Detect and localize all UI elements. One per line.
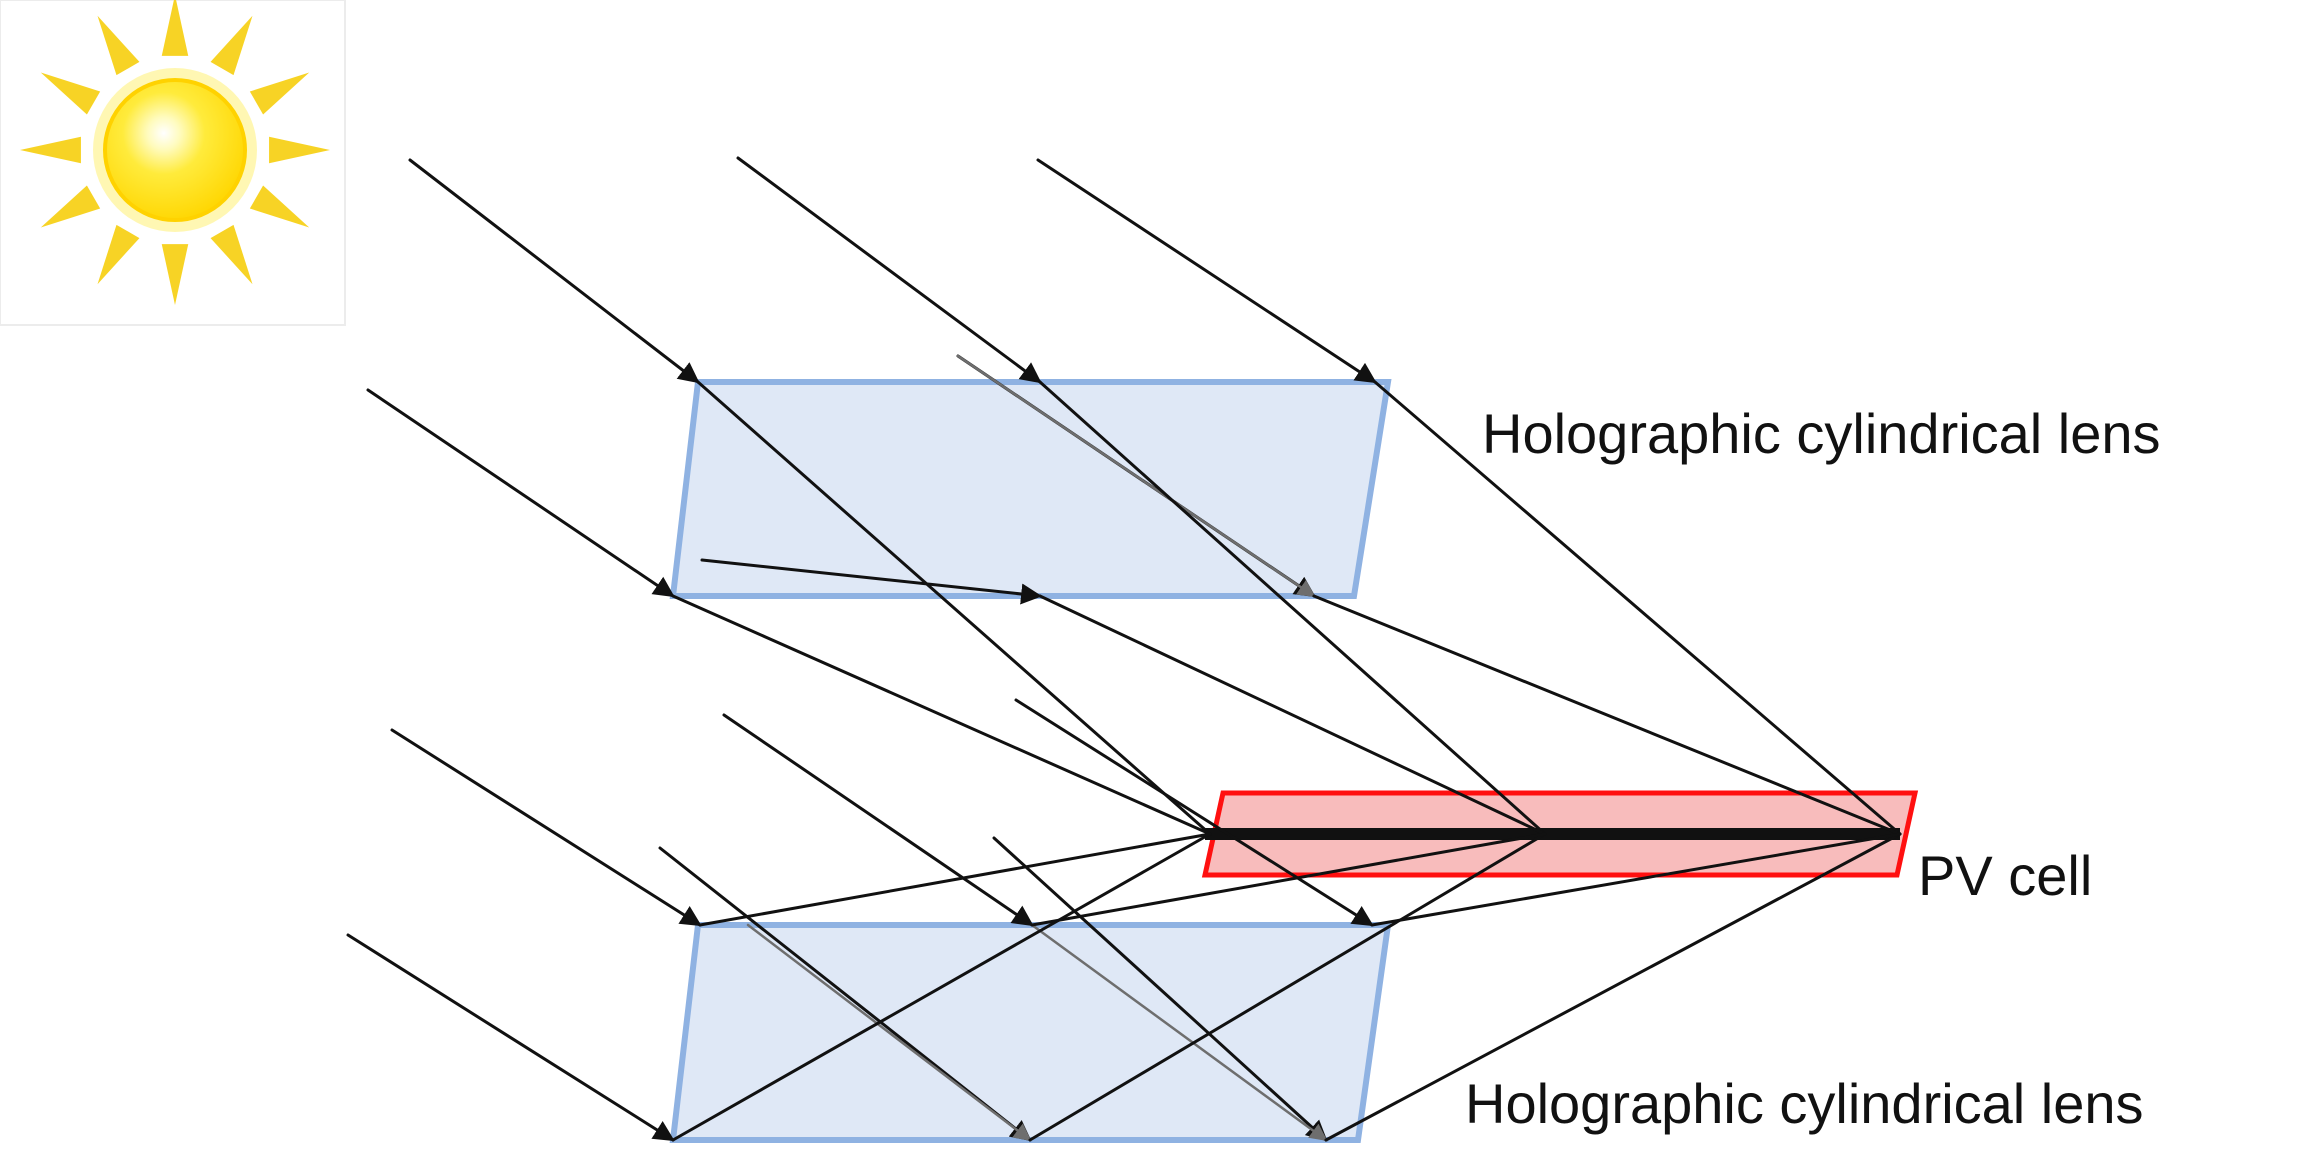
bottom-lens-label: Holographic cylindrical lens [1465,1072,2144,1135]
incoming-ray-line [992,836,1328,1142]
top-holographic-lens: Holographic cylindrical lens [669,379,2161,599]
sun-ray-shape [40,185,101,228]
incoming-ray-line [390,728,702,927]
incoming-ray-line [408,158,700,384]
bottom-focus-ray-line [1028,832,1547,1142]
incoming-ray-line [1014,698,1374,927]
bottom-focus-ray-line [671,832,1212,1142]
internal-ray-line [1030,923,1328,1142]
internal-ray-line [746,923,1032,1142]
top-focus-ray-line [1312,594,1902,836]
sun-ray-shape [161,244,189,305]
sun-ray-shape [161,0,189,56]
pv-cell-label: PV cell [1918,844,2092,907]
bottom-focus-ray-line [1370,832,1902,927]
incoming-ray-line [722,713,1034,927]
top-focus-ray-line [1373,380,1902,836]
sun-icon [0,0,346,326]
sun-core-shape [103,78,247,222]
incoming-ray-line [366,388,675,598]
top-focus-ray-line [1038,380,1547,836]
sun-ray-shape [210,15,253,76]
incoming-ray-line [736,156,1042,384]
internal-ray-line [956,354,1316,598]
sun-ray-shape [269,136,330,164]
top-focus-ray-line [671,594,1212,836]
light-rays [346,156,1902,1142]
sun-ray-shape [20,136,81,164]
sun-ray-shape [210,224,253,285]
sun-ray-shape [97,15,140,76]
sun-ray-shape [97,224,140,285]
pv-cell: PV cell [1201,790,2092,907]
top-focus-ray-line [1038,594,1547,836]
top-lens-label: Holographic cylindrical lens [1482,402,2161,465]
bottom-focus-ray-line [1324,832,1902,1142]
incoming-ray-line [346,933,675,1142]
incoming-ray-line [658,846,1032,1142]
bottom-lens-shape [669,922,1392,1143]
sun-ray-shape [249,185,310,228]
bottom-focus-ray-line [698,832,1212,927]
top-focus-ray-line [696,380,1212,836]
sun-ray-shape [249,72,310,115]
top-lens-shape [669,379,1392,599]
incoming-ray-line [700,558,1043,605]
bottom-holographic-lens: Holographic cylindrical lens [669,922,2144,1143]
bottom-focus-ray-line [1030,832,1547,927]
sun-ray-shape [40,72,101,115]
incoming-ray-line [1036,158,1377,384]
